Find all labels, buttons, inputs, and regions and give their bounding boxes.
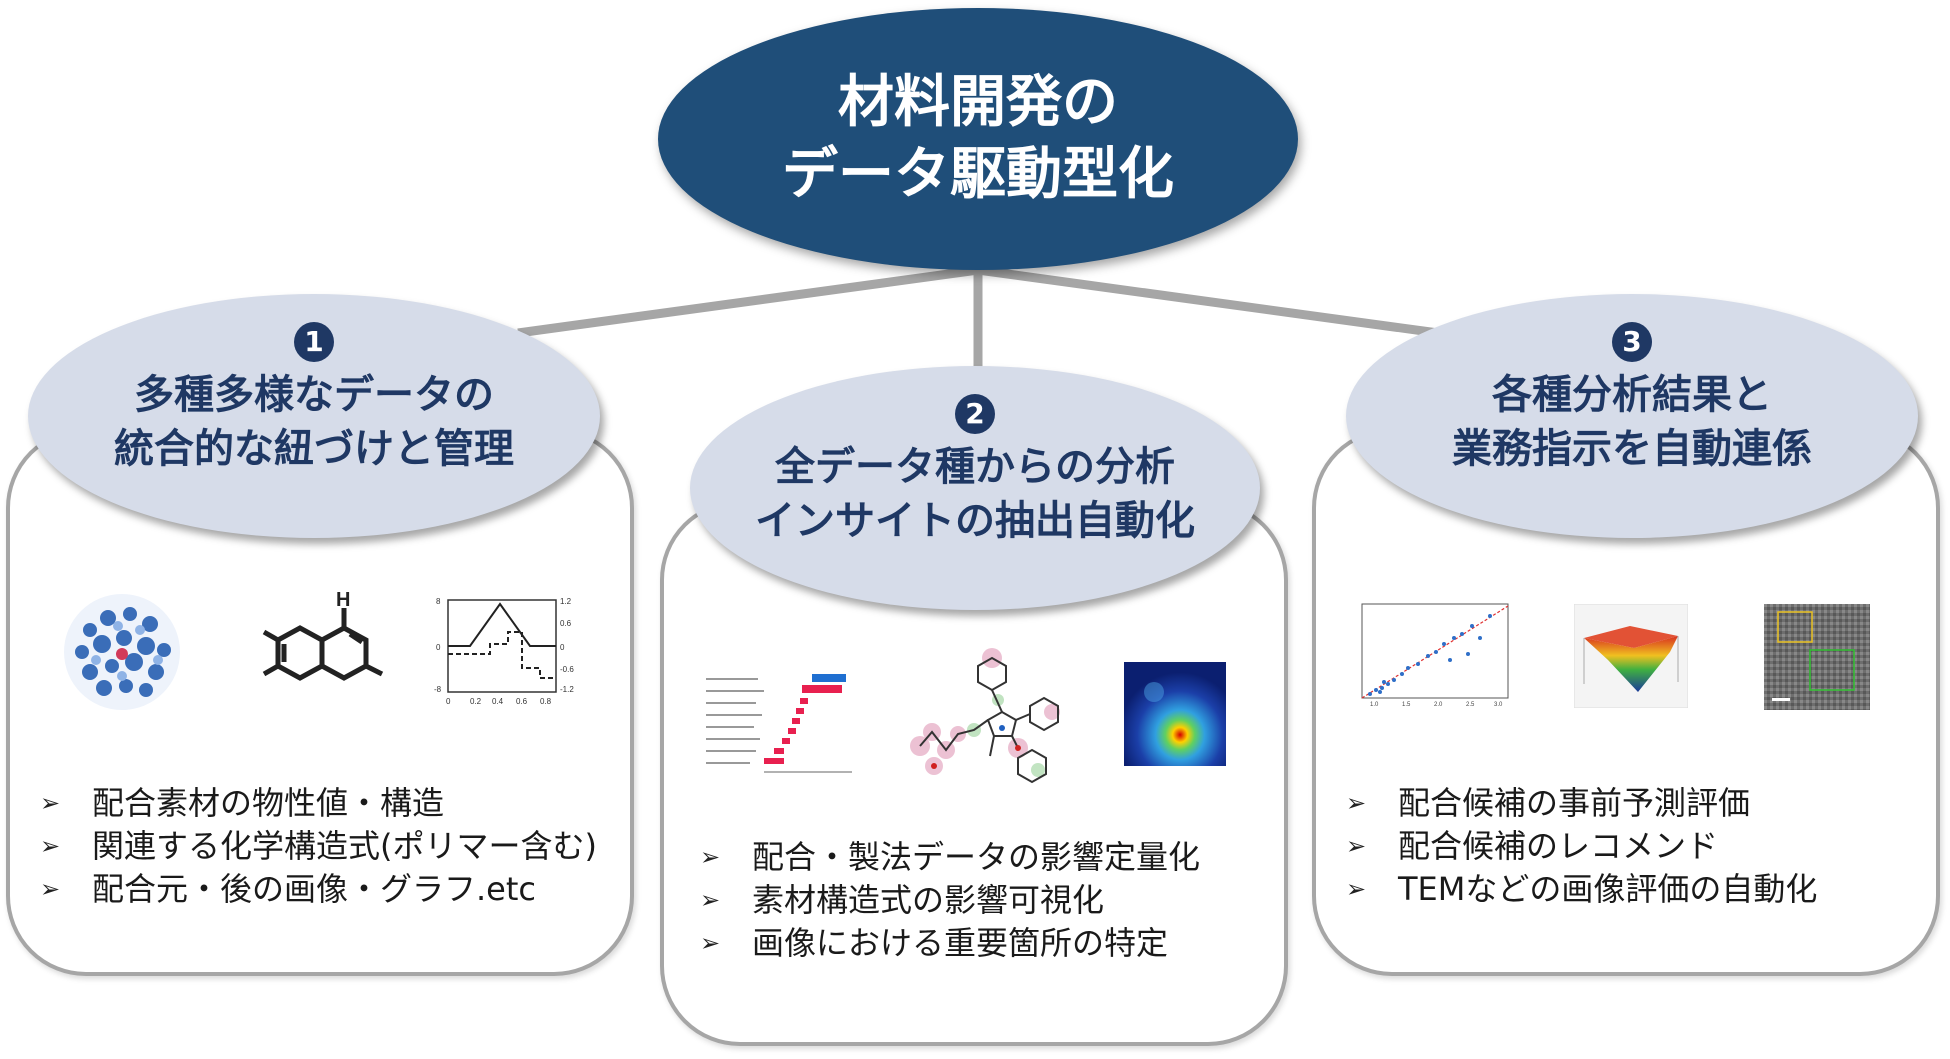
- main-title-line1: 材料開発の: [838, 67, 1118, 139]
- arrow-bullet-icon: ➢: [40, 782, 92, 825]
- svg-text:-1.2: -1.2: [560, 685, 574, 694]
- pillar-3-bullet-1: ➢配合候補の事前予測評価: [1346, 782, 1817, 825]
- pillar-2-number-badge: 2: [955, 394, 995, 434]
- pillar-1-bullet-3: ➢配合元・後の画像・グラフ.etc: [40, 868, 597, 911]
- pillar-1-bullet-1: ➢配合素材の物性値・構造: [40, 782, 597, 825]
- svg-text:0: 0: [560, 643, 565, 652]
- pillar-3-title-line1: 各種分析結果と: [1492, 368, 1772, 422]
- pillar-3-bullet-2: ➢配合候補のレコメンド: [1346, 825, 1817, 868]
- pillar-2-bullet-1: ➢配合・製法データの影響定量化: [700, 836, 1200, 879]
- svg-text:0.6: 0.6: [560, 619, 572, 628]
- pillar-3-bullets: ➢配合候補の事前予測評価 ➢配合候補のレコメンド ➢TEMなどの画像評価の自動化: [1346, 782, 1817, 911]
- pillar-1-number-badge: 1: [294, 322, 334, 362]
- svg-text:-0.6: -0.6: [560, 665, 574, 674]
- svg-text:0: 0: [446, 697, 451, 706]
- svg-text:0.6: 0.6: [516, 697, 528, 706]
- pillar-3-number-badge: 3: [1612, 322, 1652, 362]
- arrow-bullet-icon: ➢: [700, 879, 752, 922]
- svg-text:3.0: 3.0: [1494, 702, 1503, 708]
- arrow-bullet-icon: ➢: [700, 922, 752, 965]
- pillar-3-header: 3 各種分析結果と 業務指示を自動連係: [1346, 294, 1918, 538]
- pillar-2-bullet-3: ➢画像における重要箇所の特定: [700, 922, 1200, 965]
- prediction-scatter-image: 1.0 1.5 2.0 2.5 3.0: [1344, 598, 1516, 712]
- arrow-bullet-icon: ➢: [1346, 868, 1398, 911]
- svg-text:0: 0: [436, 643, 441, 652]
- svg-text:1.0: 1.0: [1370, 702, 1379, 708]
- svg-text:0.8: 0.8: [540, 697, 552, 706]
- pillar-1-bullet-2: ➢関連する化学構造式(ポリマー含む): [40, 825, 597, 868]
- pillar-3-bullet-3: ➢TEMなどの画像評価の自動化: [1346, 868, 1817, 911]
- svg-text:2.0: 2.0: [1434, 702, 1443, 708]
- svg-text:8: 8: [436, 597, 441, 606]
- arrow-bullet-icon: ➢: [40, 868, 92, 911]
- pillar-2-header: 2 全データ種からの分析 インサイトの抽出自動化: [690, 366, 1260, 610]
- svg-text:0.4: 0.4: [492, 697, 504, 706]
- pillar-2-bullets: ➢配合・製法データの影響定量化 ➢素材構造式の影響可視化 ➢画像における重要箇所…: [700, 836, 1200, 965]
- line-graph-image: 8 0 -8 1.2 0.6 0 -0.6 -1.2 0 0.2 0.4 0.6 0.8: [430, 592, 580, 712]
- arrow-bullet-icon: ➢: [700, 836, 752, 879]
- chemical-structure-image: H: [238, 590, 398, 710]
- pillar-2-title-line2: インサイトの抽出自動化: [755, 494, 1195, 548]
- pillar-3-title-line2: 業務指示を自動連係: [1452, 422, 1812, 476]
- feature-importance-chart-image: [702, 668, 860, 780]
- svg-text:1.5: 1.5: [1402, 702, 1411, 708]
- main-title-line2: データ駆動型化: [782, 139, 1174, 211]
- 3d-surface-plot-image: [1574, 604, 1688, 708]
- pillar-2-title-line1: 全データ種からの分析: [775, 440, 1175, 494]
- heatmap-image: [1124, 662, 1226, 766]
- molecule-attribution-image: [898, 640, 1084, 790]
- molecule-cluster-image: [60, 590, 184, 714]
- pillar-1-title-line1: 多種多様なデータの: [134, 368, 494, 422]
- arrow-bullet-icon: ➢: [1346, 782, 1398, 825]
- svg-text:1.2: 1.2: [560, 597, 572, 606]
- pillar-2-bullet-2: ➢素材構造式の影響可視化: [700, 879, 1200, 922]
- pillar-1-header: 1 多種多様なデータの 統合的な紐づけと管理: [28, 294, 600, 538]
- arrow-bullet-icon: ➢: [1346, 825, 1398, 868]
- pillar-1-bullets: ➢配合素材の物性値・構造 ➢関連する化学構造式(ポリマー含む) ➢配合元・後の画…: [40, 782, 597, 911]
- pillar-1-title-line2: 統合的な紐づけと管理: [114, 422, 514, 476]
- tem-image: [1764, 604, 1870, 710]
- svg-text:2.5: 2.5: [1466, 702, 1475, 708]
- svg-text:-8: -8: [434, 685, 442, 694]
- arrow-bullet-icon: ➢: [40, 825, 92, 868]
- main-title-ellipse: 材料開発の データ駆動型化: [658, 8, 1298, 270]
- svg-text:0.2: 0.2: [470, 697, 482, 706]
- hydrogen-label: H: [336, 590, 350, 611]
